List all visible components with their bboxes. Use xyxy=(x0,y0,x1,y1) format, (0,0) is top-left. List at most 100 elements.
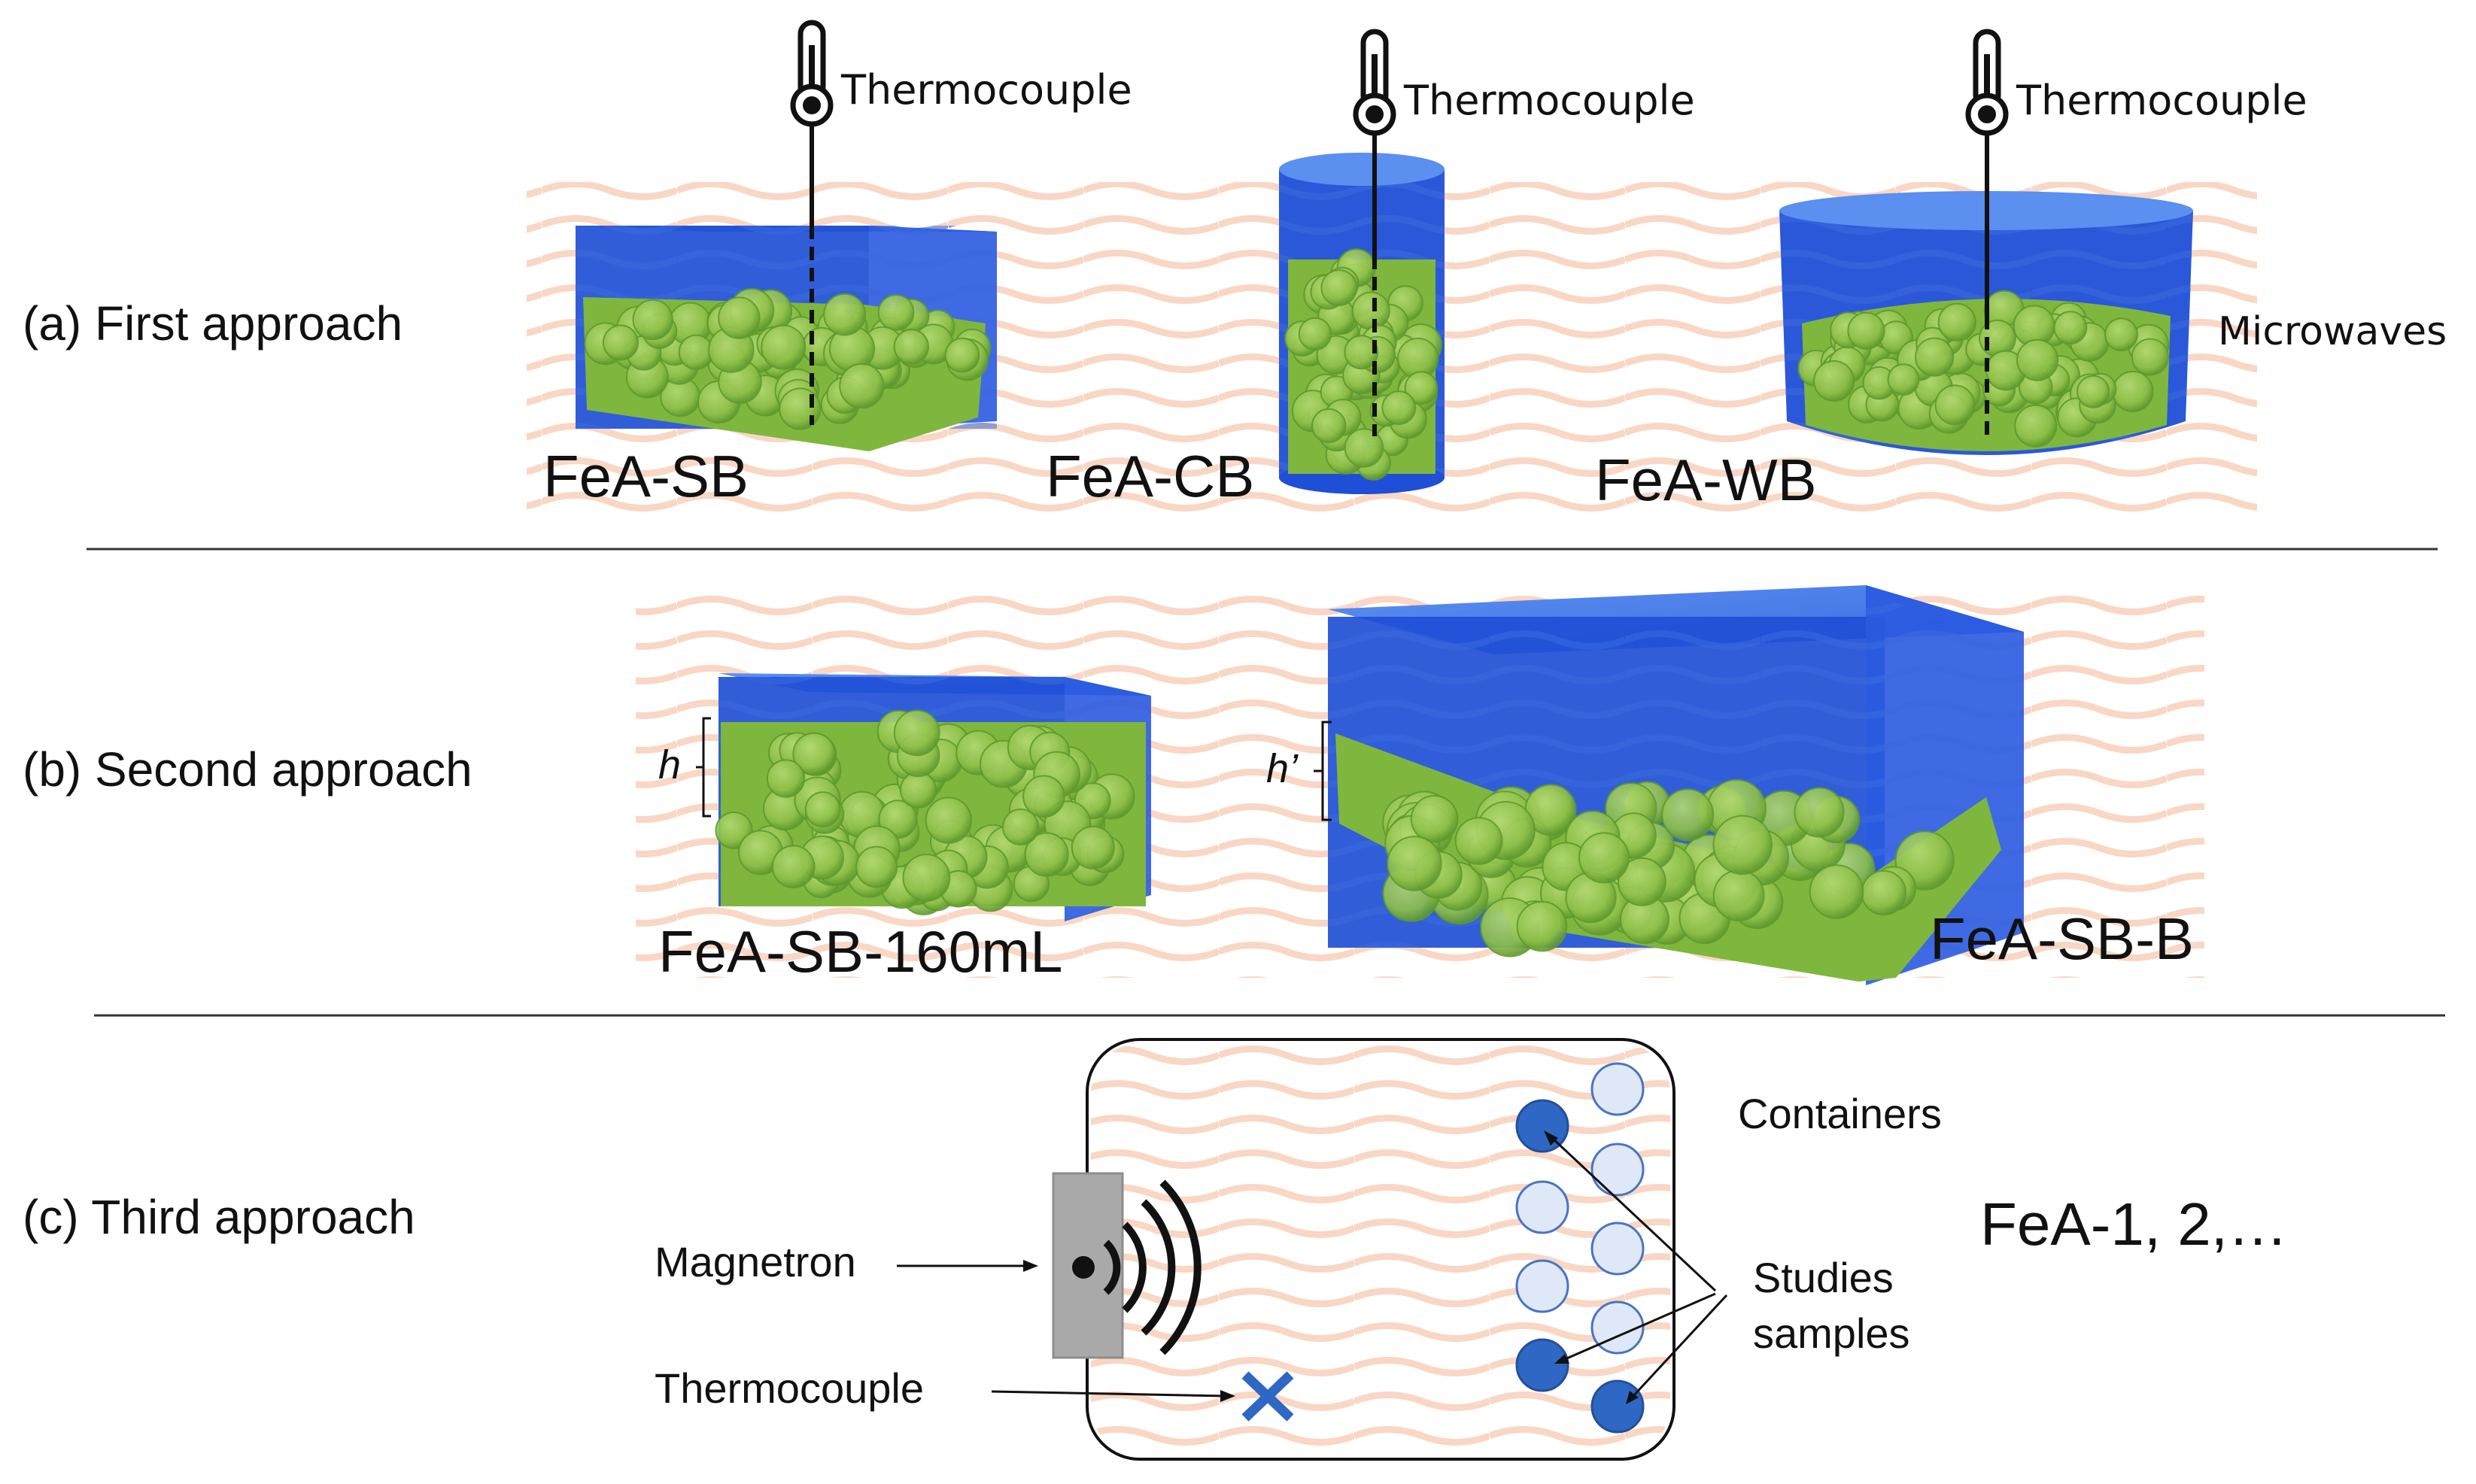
pellet xyxy=(1847,311,1885,350)
thermocouple-label-2: Thermocouple xyxy=(1403,77,1695,124)
pellets-fea-cb xyxy=(1284,248,1443,481)
sample-label-fea-sb-b: FeA-SB-B xyxy=(1930,906,2194,972)
studies-label-line1: Studies xyxy=(1753,1254,1894,1301)
pellet xyxy=(1387,836,1442,891)
pellet xyxy=(1320,269,1358,306)
pellet xyxy=(877,294,915,331)
pellet xyxy=(2131,338,2169,376)
pellet xyxy=(899,771,937,809)
magnetron-label: Magnetron xyxy=(655,1238,856,1285)
containers-label: Containers xyxy=(1738,1090,1942,1137)
pellet xyxy=(761,324,807,370)
pellet xyxy=(893,709,940,757)
section-b: (b) Second approach h h’ FeA-SB-160mL Fe… xyxy=(23,585,2204,985)
thermocouple-probe-1 xyxy=(790,20,834,425)
container-empty xyxy=(1515,1180,1569,1234)
pellet xyxy=(1712,815,1773,876)
pellet xyxy=(823,293,866,336)
pellet xyxy=(678,334,715,370)
pellet xyxy=(1298,317,1332,351)
pellet xyxy=(1454,817,1503,865)
pellet xyxy=(855,845,898,888)
thermocouple-probe-3 xyxy=(1965,29,2009,436)
pellets-fea-sb xyxy=(584,287,992,430)
pellets-fea-sb-b xyxy=(1382,778,1955,957)
pellet xyxy=(925,797,973,844)
pellet xyxy=(893,329,930,365)
thermocouple-label-c: Thermocouple xyxy=(655,1364,924,1412)
height-label-small: h xyxy=(658,742,681,788)
pellet xyxy=(2104,317,2138,352)
pellet xyxy=(1516,900,1568,952)
pellet xyxy=(792,732,836,775)
pellet xyxy=(804,791,841,828)
pellet xyxy=(1344,335,1379,370)
pellet xyxy=(1813,360,1855,402)
pellet xyxy=(2014,404,2058,448)
container-empty xyxy=(1590,1300,1645,1355)
pellet xyxy=(2112,370,2154,413)
studies-label-line2: samples xyxy=(1753,1310,1910,1357)
sample-label-fea-wb: FeA-WB xyxy=(1595,447,1817,513)
thermocouple-label-1: Thermocouple xyxy=(840,66,1132,114)
pellet xyxy=(1809,864,1864,919)
section-c-label: (c) Third approach xyxy=(23,1190,415,1244)
pellet xyxy=(944,337,980,373)
section-b-label: (b) Second approach xyxy=(23,742,472,797)
sample-container xyxy=(1515,1099,1569,1153)
thermocouple-probe-2 xyxy=(1353,29,1396,436)
section-a-label: (a) First approach xyxy=(23,296,403,351)
pellet xyxy=(779,387,822,430)
pellet xyxy=(1934,384,1976,426)
pellet xyxy=(1404,371,1439,405)
container-empty xyxy=(1515,1259,1569,1313)
pellet xyxy=(1578,832,1630,884)
pellet xyxy=(1794,787,1845,838)
pellet xyxy=(1661,788,1715,842)
container-empty xyxy=(1590,1143,1645,1197)
pellets-fea-sb-160ml xyxy=(715,709,1135,915)
pellet xyxy=(902,854,951,902)
height-bracket-big xyxy=(1314,721,1332,821)
microwaves-label: Microwaves xyxy=(2218,309,2447,354)
containers xyxy=(1515,1062,1645,1434)
pellet xyxy=(1937,302,1976,341)
pellet xyxy=(839,363,885,409)
height-label-big: h’ xyxy=(1266,746,1299,791)
sample-label-fea-cb: FeA-CB xyxy=(1046,443,1254,509)
pellet xyxy=(766,759,806,798)
sample-container xyxy=(1590,1379,1645,1434)
pellet xyxy=(1022,775,1065,818)
pellet xyxy=(771,845,816,888)
pellet xyxy=(1311,408,1347,444)
pellet xyxy=(1410,795,1459,843)
pellet xyxy=(1861,869,1907,916)
height-bracket-small xyxy=(696,717,711,818)
pellet xyxy=(1002,809,1039,845)
sample-label-fea-sb: FeA-SB xyxy=(543,443,749,509)
pellet xyxy=(1887,363,1920,396)
samples-label-fea-1-2: FeA-1, 2,… xyxy=(1980,1191,2288,1258)
thermocouple-marker-x-icon xyxy=(1241,1371,1294,1422)
pellets-fea-wb xyxy=(1797,290,2170,448)
pellet xyxy=(1071,825,1115,869)
section-c: (c) Third approach xyxy=(23,1038,2288,1461)
microwave-oven xyxy=(1086,1038,1675,1461)
pellet xyxy=(602,324,639,361)
pellet xyxy=(1024,832,1069,877)
section-a: (a) First approach xyxy=(23,20,2447,513)
sample-label-fea-sb-160ml: FeA-SB-160mL xyxy=(658,918,1063,985)
magnetron xyxy=(1052,1172,1202,1359)
pellet xyxy=(2053,311,2088,345)
pellet xyxy=(632,299,673,341)
pellet xyxy=(1344,428,1384,468)
pellet xyxy=(1381,390,1417,425)
pellet xyxy=(1618,857,1666,906)
arrows xyxy=(897,1130,1728,1404)
pellet xyxy=(718,296,761,339)
pellet xyxy=(2076,375,2110,408)
container-empty xyxy=(1590,1221,1645,1276)
pellet xyxy=(1712,869,1765,921)
thermocouple-label-3: Thermocouple xyxy=(2016,77,2307,124)
